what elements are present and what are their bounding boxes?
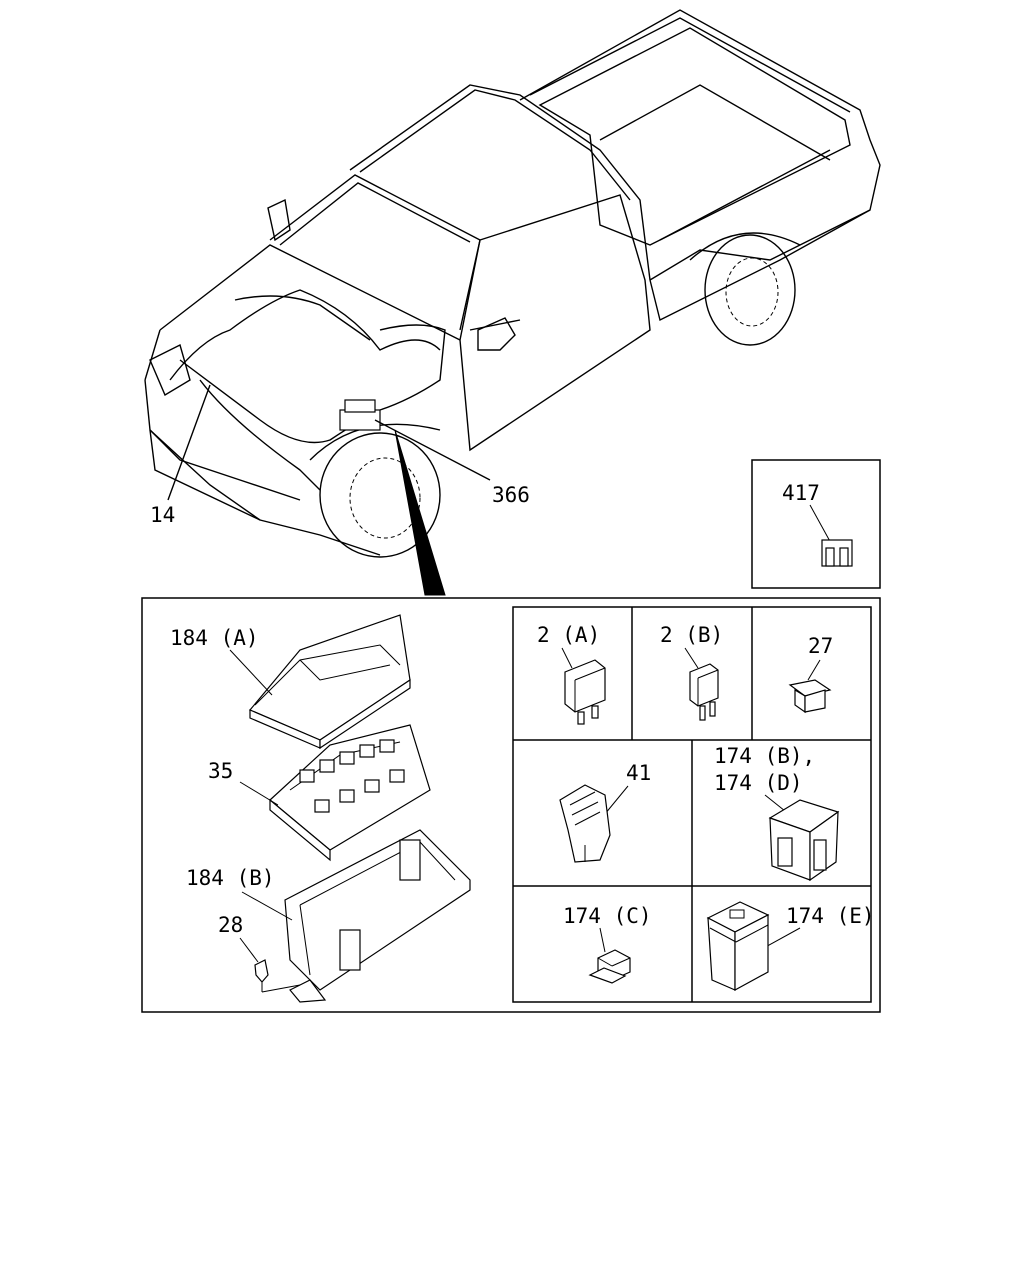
fuse-174c-part [588,949,631,984]
leader-line-14 [167,384,211,501]
relay-2a-part [564,659,606,725]
fuse-puller-27-part [788,679,832,714]
relay-2b-part [689,663,719,721]
label-41: 41 [626,761,651,785]
leader-line-366 [374,419,491,481]
label-184a: 184 (A) [170,626,259,650]
fuse-417-part [821,539,853,567]
screw-part [254,959,269,992]
label-366: 366 [492,483,530,507]
label-184b: 184 (B) [186,866,275,890]
label-174c: 174 (C) [563,904,652,928]
fuse-block-part [269,724,431,862]
label-174e: 174 (E) [786,904,875,928]
label-174d: 174 (D) [714,771,803,795]
label-2a: 2 (A) [537,623,600,647]
detail-pointer [394,429,446,596]
label-28: 28 [218,913,243,937]
fuse-41-part [559,784,611,863]
parts-grid [512,606,872,1003]
label-35: 35 [208,759,233,783]
label-2b: 2 (B) [660,623,723,647]
upper-cover-part [249,614,411,750]
label-27: 27 [808,634,833,658]
pickup-truck-illustration [144,9,881,558]
fuse-174bd-part [768,799,840,882]
fuse-box-detail-frame [141,597,881,1013]
inset-box-417 [751,459,881,589]
label-417: 417 [782,481,820,505]
label-14: 14 [150,503,175,527]
fuse-174e-part [706,901,770,992]
lower-cover-part [284,829,471,1003]
label-174b: 174 (B), [714,744,815,768]
